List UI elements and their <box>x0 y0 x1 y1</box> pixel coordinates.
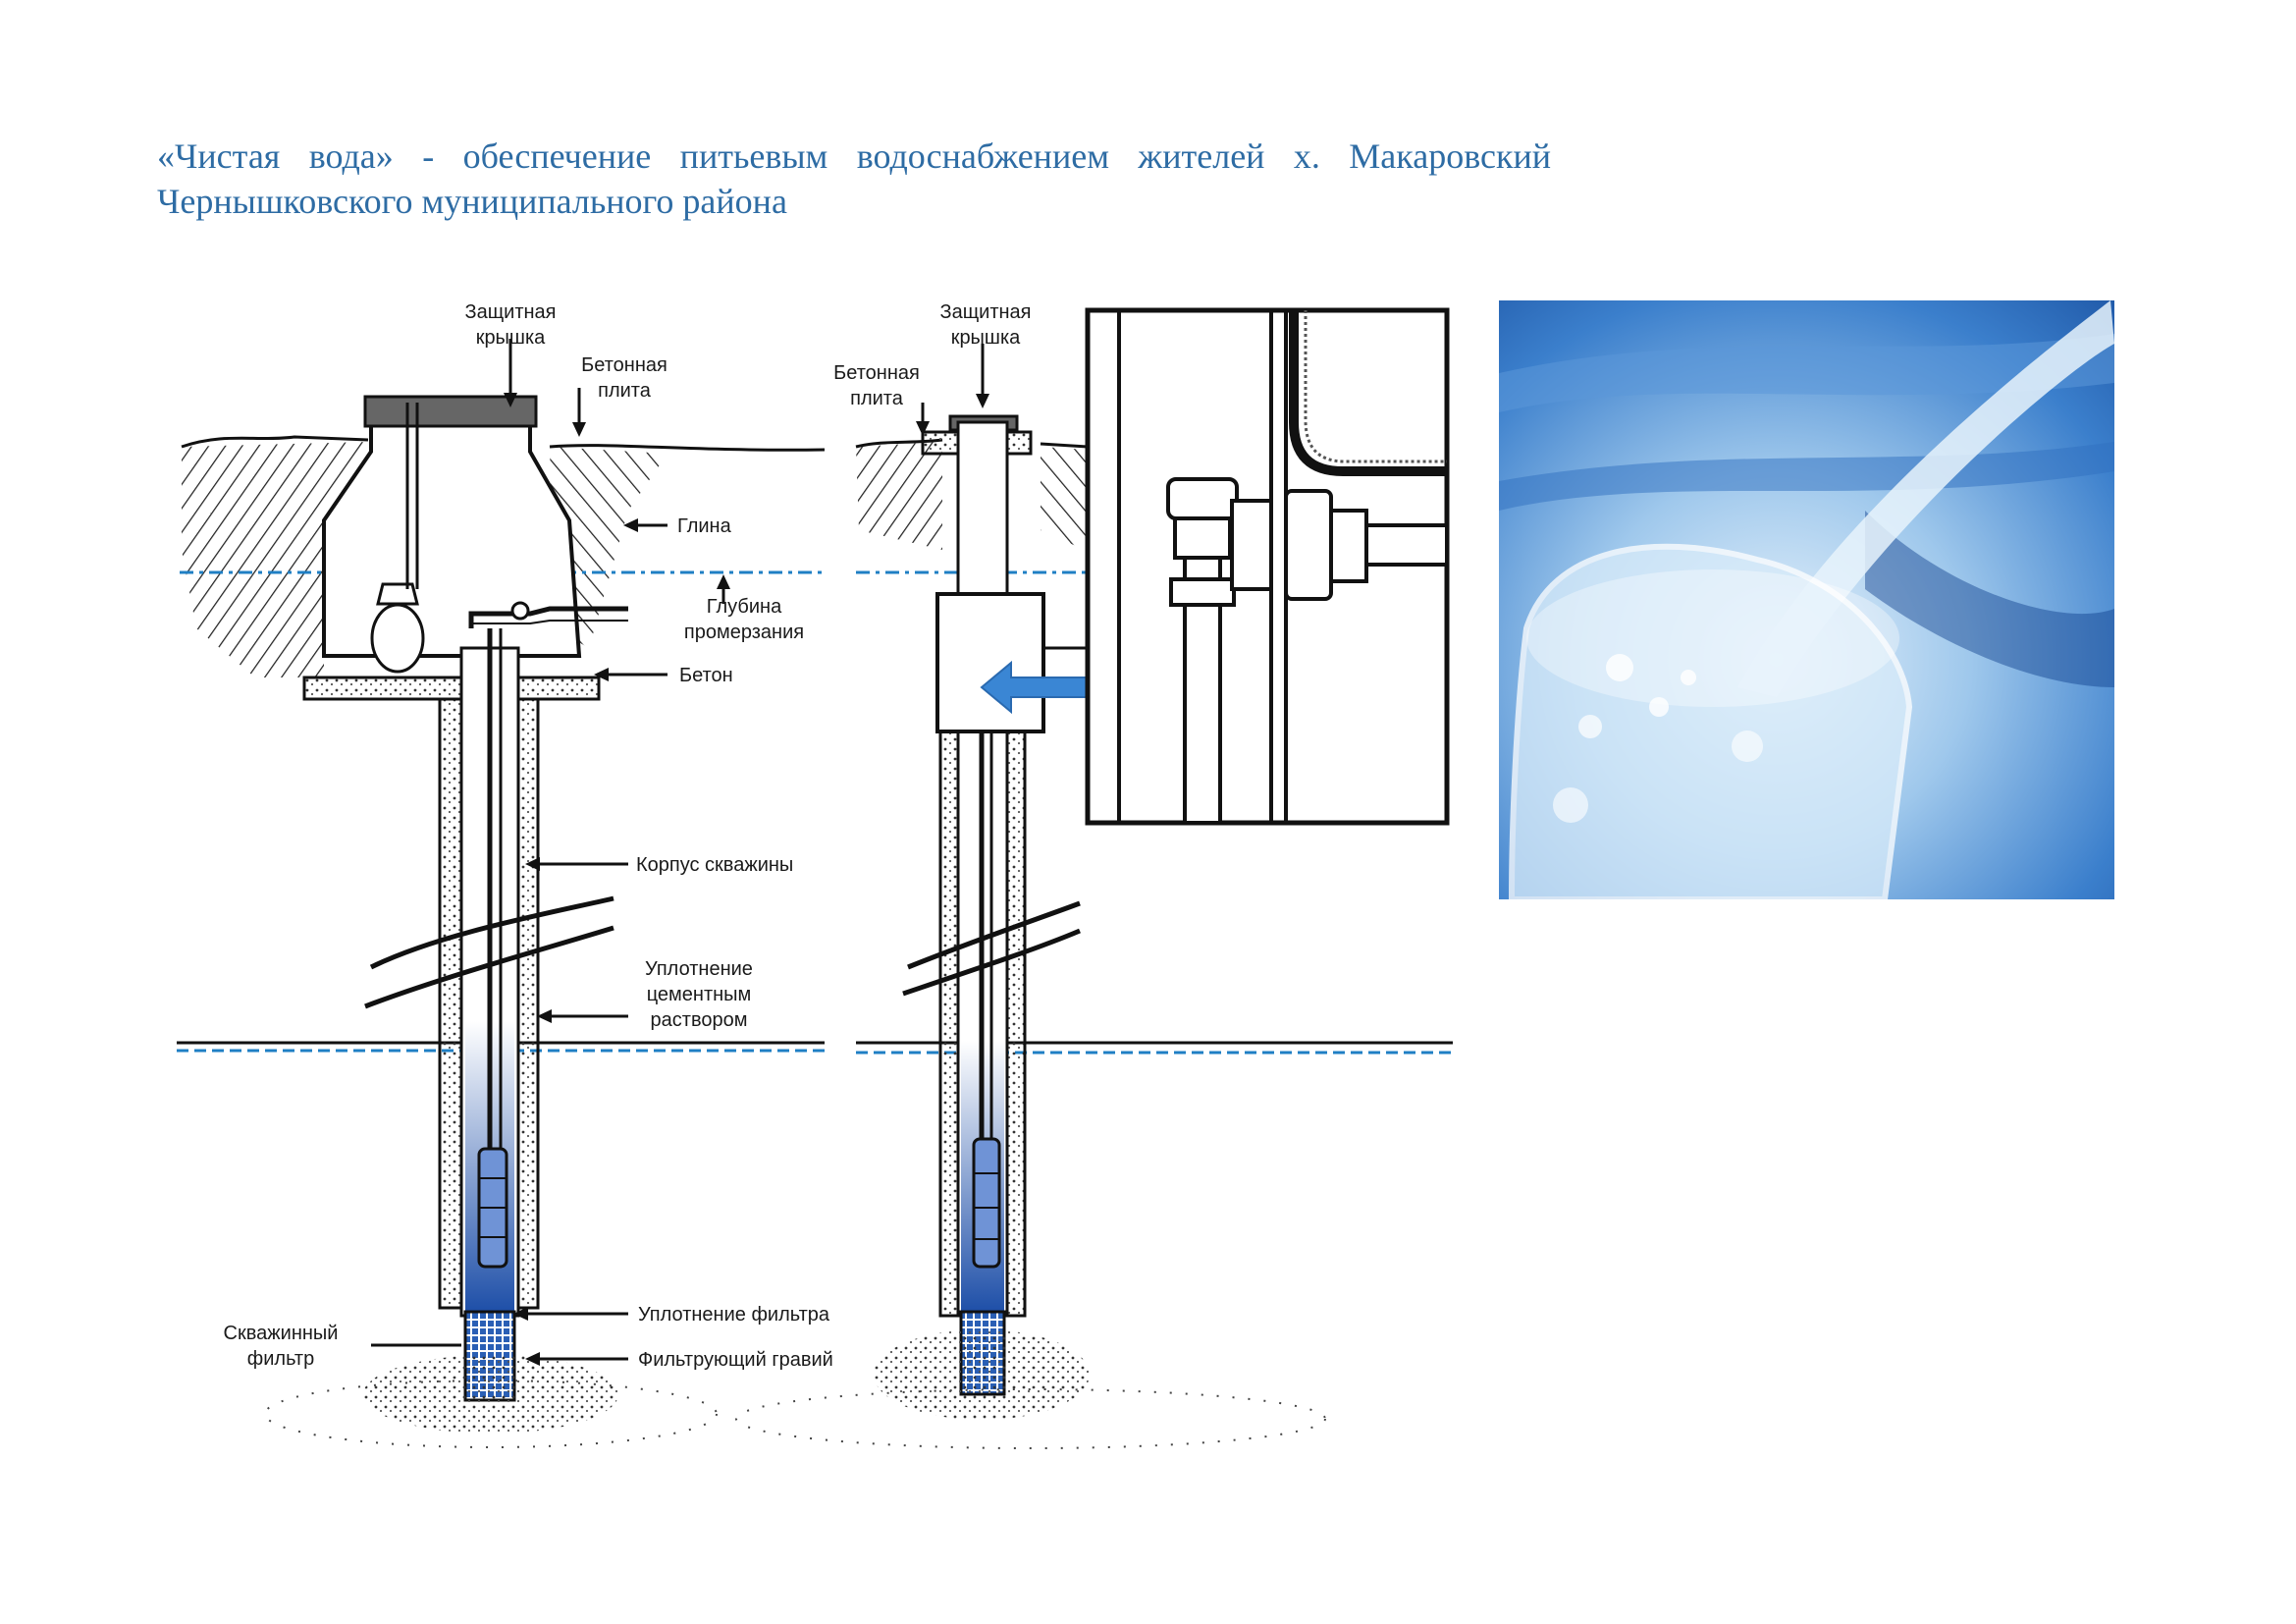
left-well: Защитная крышка Бетонная плита Глина Глу… <box>177 301 833 1448</box>
label-cover-1: Защитная <box>465 301 557 323</box>
title-line-2: Чернышковского муниципального района <box>157 182 787 221</box>
label-concrete: Бетон <box>679 665 733 686</box>
title-line-1: «Чистая вода» - обеспечение питьевым вод… <box>157 136 1551 176</box>
label-seal-1: Уплотнение <box>645 958 753 980</box>
label-filter-seal: Уплотнение фильтра <box>638 1304 830 1326</box>
label-seal-3: раствором <box>651 1009 748 1031</box>
label-filter-1: Скважинный <box>224 1323 339 1344</box>
pitless-adapter-detail <box>1085 307 1450 826</box>
right-label-cover-2: крышка <box>951 327 1021 349</box>
label-slab-2: плита <box>598 380 652 402</box>
label-seal-2: цементным <box>647 984 752 1005</box>
right-label-cover-1: Защитная <box>940 301 1032 323</box>
right-label-slab-1: Бетонная <box>833 362 920 384</box>
label-slab-1: Бетонная <box>581 354 667 376</box>
label-cover-2: крышка <box>476 327 546 349</box>
page-title: «Чистая вода» - обеспечение питьевым вод… <box>157 134 1551 224</box>
label-freeze-2: промерзания <box>684 622 804 643</box>
right-well: Защитная крышка Бетонная плита <box>735 301 1453 1449</box>
water-glass-photo <box>1499 300 2114 902</box>
label-filter-2: фильтр <box>247 1348 314 1370</box>
label-gravel: Фильтрующий гравий <box>638 1349 833 1371</box>
label-freeze-1: Глубина <box>707 596 782 618</box>
label-clay: Глина <box>677 515 732 537</box>
label-casing: Корпус скважины <box>636 854 793 876</box>
right-label-slab-2: плита <box>850 388 904 409</box>
